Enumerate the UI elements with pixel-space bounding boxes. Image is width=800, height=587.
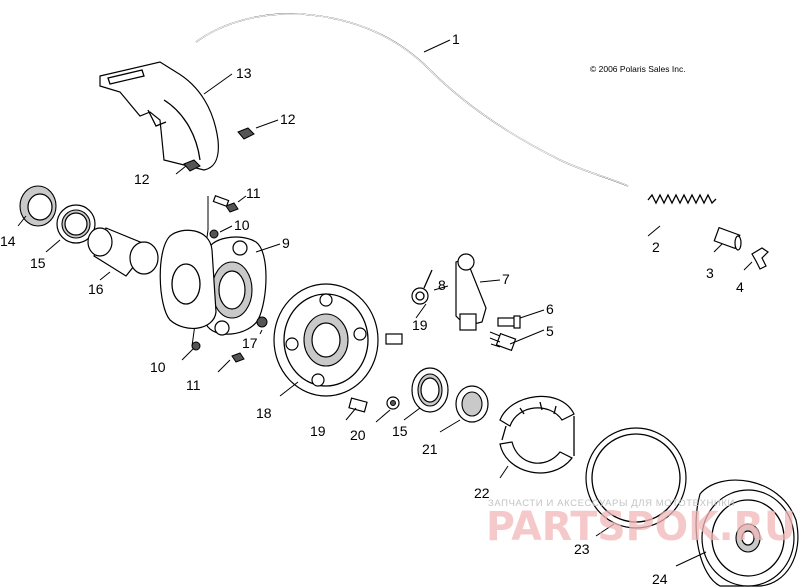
part-1-brake-cable: [195, 13, 629, 187]
watermark-caption: ЗАПЧАСТИ И АКСЕССУАРЫ ДЛЯ МОТОТЕХНИКИ: [488, 498, 735, 509]
part-19-pins: [348, 333, 403, 413]
part-15-ring-right: [411, 367, 449, 413]
callout-4: 4: [736, 279, 744, 295]
callout-20: 20: [350, 427, 366, 443]
callout-15-right: 15: [392, 423, 408, 439]
watermark: ЗАПЧАСТИ И АКСЕССУАРЫ ДЛЯ МОТОТЕХНИКИ PA…: [486, 498, 796, 550]
callout-15-left: 15: [30, 255, 46, 271]
part-16-sleeve: [87, 227, 159, 277]
callout-19-top: 19: [412, 317, 428, 333]
callout-5: 5: [546, 323, 554, 339]
part-8-return-spring: [411, 269, 433, 305]
part-3-adjuster: [713, 226, 742, 251]
callout-18: 18: [256, 405, 272, 421]
callout-22: 22: [474, 485, 490, 501]
callout-3: 3: [706, 265, 714, 281]
callout-23: 23: [574, 541, 590, 557]
part-5-bolt: [489, 331, 517, 352]
callout-11-top: 11: [246, 185, 261, 201]
part-13-guard: [99, 61, 219, 171]
callout-19-bottom: 19: [310, 423, 326, 439]
part-23-drum-ring: [585, 427, 687, 529]
callout-10-top: 10: [234, 217, 250, 233]
callout-7: 7: [502, 271, 510, 287]
callout-1: 1: [452, 31, 460, 47]
part-12-bolts: [183, 127, 255, 172]
callout-17: 17: [242, 335, 258, 351]
part-24-brake-drum: [695, 479, 799, 587]
part-18-backing-plate: [273, 283, 379, 397]
callout-14: 14: [0, 233, 16, 249]
part-6-bolt: [497, 315, 521, 329]
callout-labels: 1 2 3 4 5 6 7 8 9 10 10 11 11 12 12 13 1…: [0, 31, 744, 587]
part-15-ring-left: [56, 204, 96, 244]
callout-16: 16: [88, 281, 104, 297]
callout-12-left: 12: [134, 171, 150, 187]
part-4-wing-nut: [751, 247, 769, 270]
part-14-seal: [19, 185, 57, 227]
callout-24: 24: [652, 571, 668, 587]
copyright-note: © 2006 Polaris Sales Inc.: [590, 64, 686, 74]
part-22-brake-shoes: [499, 395, 575, 474]
callout-21: 21: [422, 441, 438, 457]
part-2-spring: [647, 193, 717, 205]
callout-10-bottom: 10: [150, 359, 166, 375]
callout-13: 13: [236, 65, 252, 81]
callout-6: 6: [546, 301, 554, 317]
watermark-brand: PARTSPOK.RU: [486, 504, 796, 550]
part-20-nut: [386, 396, 400, 410]
callout-8: 8: [438, 277, 446, 293]
callout-9: 9: [282, 235, 290, 251]
callout-11-bottom: 11: [186, 377, 201, 393]
part-9-gasket: [159, 229, 217, 329]
leader-lines: [17, 39, 753, 567]
callout-12-right: 12: [280, 111, 296, 127]
part-21-seal: [455, 385, 489, 423]
part-7-brake-arm: [455, 253, 487, 331]
callout-2: 2: [652, 239, 660, 255]
